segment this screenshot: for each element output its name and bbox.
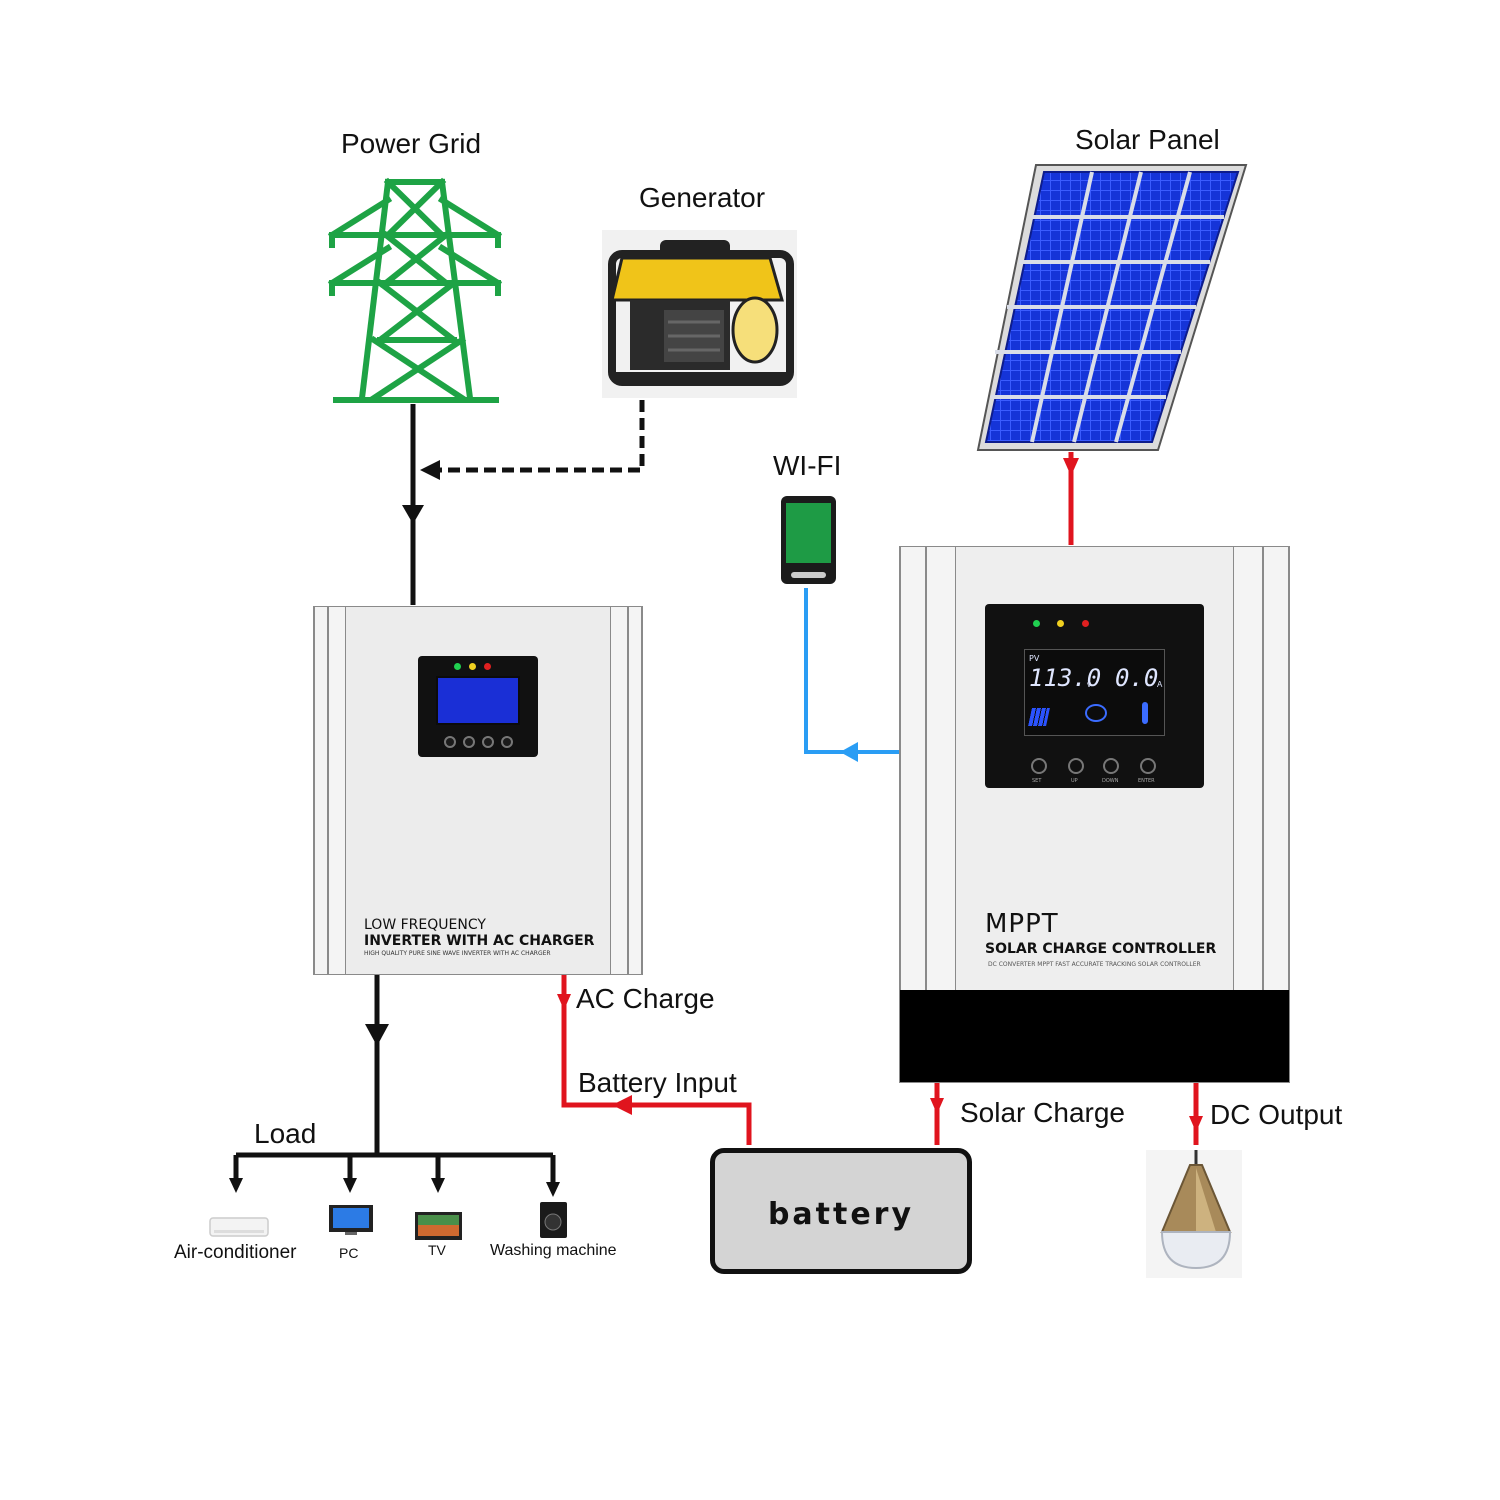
charge-controller-unit: PV 113.0 v 0.0 A SET UP DOWN ENTER MPPT … — [899, 546, 1290, 1083]
load-connection — [233, 975, 556, 1185]
inverter-title-line3: HIGH QUALITY PURE SINE WAVE INVERTER WIT… — [364, 950, 551, 957]
air-conditioner-icon — [209, 1217, 269, 1237]
phone-icon — [781, 496, 836, 584]
controller-base — [900, 990, 1289, 1082]
down-label: DOWN — [1102, 778, 1119, 784]
enter-button[interactable] — [1140, 758, 1156, 774]
controller-subtitle: DC CONVERTER MPPT FAST ACCURATE TRACKING… — [988, 961, 1201, 968]
washing-machine-label: Washing machine — [490, 1242, 617, 1259]
charging-icon — [1085, 704, 1107, 722]
up-button[interactable] — [1068, 758, 1084, 774]
generator-connection — [420, 400, 645, 480]
panel-connection — [1063, 452, 1079, 545]
status-led-yellow — [469, 663, 476, 670]
inverter-rail-right-inner — [610, 607, 628, 974]
inverter-button-4[interactable] — [501, 736, 513, 748]
solar-charge-line — [930, 1082, 944, 1145]
lamp-icon — [1146, 1150, 1242, 1278]
battery-input-label: Battery Input — [578, 1067, 737, 1098]
voltage-reading: 113.0 — [1029, 664, 1102, 692]
controller-display-panel: PV 113.0 v 0.0 A SET UP DOWN ENTER — [985, 604, 1204, 788]
inverter-rail-left — [314, 607, 328, 974]
inverter-title-line1: LOW FREQUENCY — [364, 917, 486, 933]
power-tower-icon — [327, 177, 503, 403]
air-conditioner-label: Air-conditioner — [174, 1242, 297, 1263]
pv-panel-icon — [1028, 708, 1050, 726]
inverter-rail-right — [628, 607, 642, 974]
grid-connection — [402, 404, 424, 605]
inverter-button-1[interactable] — [444, 736, 456, 748]
thermometer-icon — [1142, 702, 1148, 724]
pc-label: PC — [339, 1245, 359, 1261]
inverter-display-panel — [418, 656, 538, 757]
current-unit: A — [1157, 680, 1163, 689]
load-arrows — [229, 1024, 560, 1197]
wifi-label: WI-FI — [773, 450, 842, 481]
controller-title: SOLAR CHARGE CONTROLLER — [985, 941, 1217, 957]
tv-icon — [415, 1212, 462, 1240]
ac-charge-label: AC Charge — [576, 983, 715, 1014]
down-button[interactable] — [1103, 758, 1119, 774]
generator-icon — [602, 230, 797, 398]
solar-charge-label: Solar Charge — [960, 1097, 1125, 1128]
power-grid-label: Power Grid — [341, 128, 482, 159]
washing-machine-icon — [540, 1202, 567, 1238]
status-led-red — [484, 663, 491, 670]
pc-icon — [329, 1205, 373, 1235]
controller-led-yellow — [1057, 620, 1064, 627]
controller-led-red — [1082, 620, 1089, 627]
status-led-green — [454, 663, 461, 670]
enter-label: ENTER — [1138, 778, 1155, 784]
set-label: SET — [1032, 778, 1042, 784]
controller-led-green — [1033, 620, 1040, 627]
solar-panel-label: Solar Panel — [1075, 124, 1220, 155]
battery: battery — [710, 1148, 972, 1274]
load-label: Load — [254, 1118, 317, 1149]
wifi-line — [804, 588, 899, 762]
controller-lcd-screen: PV 113.0 v 0.0 A — [1024, 649, 1165, 736]
inverter-title-line2: INVERTER WITH AC CHARGER — [364, 933, 595, 949]
controller-brand: MPPT — [985, 909, 1059, 939]
generator-label: Generator — [639, 182, 766, 213]
inverter-rail-left-inner — [328, 607, 346, 974]
ac-charge-line — [557, 975, 752, 1145]
inverter-lcd-screen — [436, 676, 520, 725]
dc-output-line — [1189, 1082, 1203, 1145]
pv-label: PV — [1029, 654, 1040, 663]
voltage-unit: v — [1087, 680, 1091, 689]
battery-label: battery — [767, 1197, 915, 1232]
inverter-unit: LOW FREQUENCY INVERTER WITH AC CHARGER H… — [313, 606, 643, 975]
tv-label: TV — [428, 1242, 446, 1258]
inverter-button-2[interactable] — [463, 736, 475, 748]
current-reading: 0.0 — [1115, 664, 1159, 692]
inverter-button-3[interactable] — [482, 736, 494, 748]
solar-panel-icon — [976, 164, 1248, 451]
dc-output-label: DC Output — [1210, 1099, 1343, 1130]
set-button[interactable] — [1031, 758, 1047, 774]
up-label: UP — [1071, 778, 1078, 784]
